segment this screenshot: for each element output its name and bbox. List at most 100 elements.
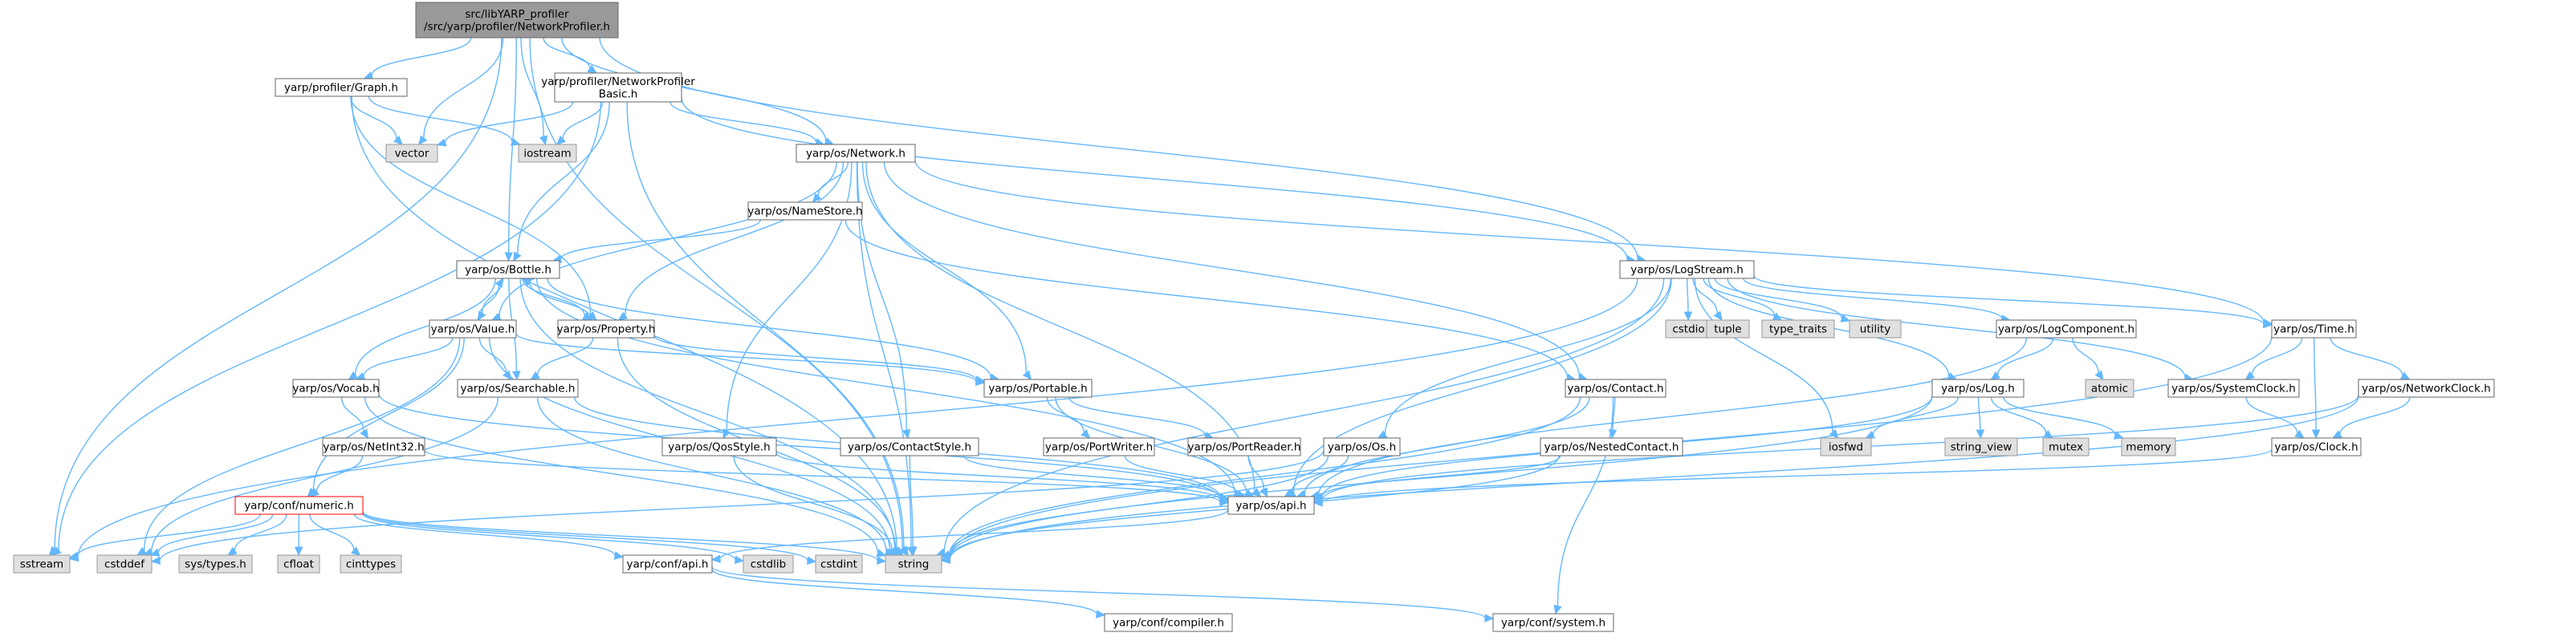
- edge-portreader-to-api_os: [1247, 455, 1264, 489]
- node-contactstyle[interactable]: yarp/os/ContactStyle.h: [840, 437, 979, 456]
- node-logcomponent[interactable]: yarp/os/LogComponent.h: [1996, 319, 2137, 339]
- node-property[interactable]: yarp/os/Property.h: [557, 319, 656, 339]
- node-label-iosfwd: iosfwd: [1829, 441, 1863, 454]
- node-atomic: atomic: [2085, 379, 2134, 398]
- node-box-compiler: [1104, 613, 1233, 632]
- node-system[interactable]: yarp/conf/system.h: [1492, 613, 1614, 632]
- edge-contact-to-string: [949, 396, 1581, 555]
- edge-network-to-contactstyle: [857, 161, 907, 431]
- edge-arrowhead-numeric-to-conf_api: [613, 551, 625, 560]
- node-label-npbasic: Basic.h: [599, 87, 638, 100]
- edge-arrowhead-vocab-to-netint32: [360, 428, 369, 440]
- edge-arrowhead-root-to-iostream: [539, 135, 548, 146]
- edge-arrowhead-logcomponent-to-atomic: [2094, 370, 2104, 380]
- node-qosstyle[interactable]: yarp/os/QosStyle.h: [661, 437, 777, 456]
- edge-os_h-to-api_os: [1291, 455, 1349, 493]
- node-vocab[interactable]: yarp/os/Vocab.h: [292, 379, 380, 398]
- node-label-contactstyle: yarp/os/ContactStyle.h: [848, 441, 971, 454]
- edge-arrowhead-log-to-memory: [2113, 431, 2124, 440]
- node-label-portwriter: yarp/os/PortWriter.h: [1045, 441, 1153, 454]
- node-label-vector: vector: [395, 148, 429, 160]
- node-box-system: [1492, 613, 1614, 632]
- node-box-portable: [983, 379, 1093, 398]
- node-log[interactable]: yarp/os/Log.h: [1931, 379, 2025, 398]
- node-box-cstdlib: [743, 554, 794, 574]
- node-compiler[interactable]: yarp/conf/compiler.h: [1104, 613, 1233, 632]
- edge-numeric-to-string: [362, 510, 878, 562]
- node-box-searchable: [457, 379, 579, 398]
- node-label-system: yarp/conf/system.h: [1501, 617, 1605, 630]
- node-nestedcontact[interactable]: yarp/os/NestedContact.h: [1540, 437, 1683, 456]
- node-logstream[interactable]: yarp/os/LogStream.h: [1619, 260, 1755, 279]
- edge-network-to-namestore: [817, 161, 849, 197]
- node-type_traits: type_traits: [1761, 319, 1835, 339]
- edge-arrowhead-systemclock-to-clock: [2294, 429, 2305, 439]
- node-netint32[interactable]: yarp/os/NetInt32.h: [322, 437, 425, 456]
- edge-logcomponent-to-api_os: [1318, 337, 2028, 495]
- node-box-cstddef: [96, 554, 153, 574]
- node-iosfwd: iosfwd: [1820, 437, 1872, 456]
- node-label-root: src/libYARP_profiler: [465, 8, 569, 21]
- node-box-api_os: [1227, 496, 1315, 515]
- node-namestore[interactable]: yarp/os/NameStore.h: [747, 201, 863, 221]
- node-bottle[interactable]: yarp/os/Bottle.h: [456, 260, 560, 279]
- edge-namestore-to-bottle: [560, 219, 761, 260]
- node-graph_h[interactable]: yarp/profiler/Graph.h: [275, 78, 408, 97]
- node-numeric[interactable]: yarp/conf/numeric.h: [234, 496, 364, 515]
- node-systypes: sys/types.h: [178, 554, 253, 574]
- node-portwriter[interactable]: yarp/os/PortWriter.h: [1043, 437, 1155, 456]
- node-cstddef: cstddef: [96, 554, 153, 574]
- edge-logstream-to-tuple: [1692, 278, 1718, 314]
- edge-graph_h-to-property: [350, 95, 592, 315]
- edge-arrowhead-contact-to-system: [1553, 604, 1562, 615]
- edge-vocab-to-string: [364, 396, 879, 554]
- node-portreader[interactable]: yarp/os/PortReader.h: [1187, 437, 1301, 456]
- edge-logstream-to-time: [1753, 275, 2265, 325]
- edge-searchable-to-string: [537, 396, 887, 552]
- node-label-utility: utility: [1860, 323, 1890, 336]
- node-time[interactable]: yarp/os/Time.h: [2271, 319, 2357, 339]
- node-box-numeric: [234, 496, 364, 515]
- edge-bottle-to-property: [522, 278, 586, 316]
- node-conf_api[interactable]: yarp/conf/api.h: [622, 554, 713, 574]
- edge-graph_h-to-iostream: [368, 95, 513, 143]
- edge-arrowhead-netint32-to-numeric: [309, 488, 320, 497]
- node-box-logcomponent: [1996, 319, 2137, 339]
- edge-root-to-graph_h: [371, 37, 472, 76]
- node-box-qosstyle: [661, 437, 777, 456]
- node-os_h[interactable]: yarp/os/Os.h: [1323, 437, 1401, 456]
- node-label-systemclock: yarp/os/SystemClock.h: [2171, 383, 2296, 396]
- edge-contactstyle-to-api_os: [963, 455, 1221, 498]
- node-clock[interactable]: yarp/os/Clock.h: [2271, 437, 2362, 456]
- node-label-network: yarp/os/Network.h: [806, 148, 905, 160]
- edge-logstream-to-sstream: [77, 278, 1638, 558]
- node-network[interactable]: yarp/os/Network.h: [796, 144, 916, 163]
- node-cinttypes: cinttypes: [340, 554, 402, 574]
- node-cstdio: cstdio: [1665, 319, 1712, 339]
- node-systemclock[interactable]: yarp/os/SystemClock.h: [2167, 379, 2300, 398]
- node-portable[interactable]: yarp/os/Portable.h: [983, 379, 1093, 398]
- node-label-graph_h: yarp/profiler/Graph.h: [284, 82, 398, 95]
- node-label-bottle: yarp/os/Bottle.h: [465, 264, 551, 277]
- edge-networkclock-to-string: [949, 396, 2359, 560]
- edge-bottle-to-vocab: [354, 278, 496, 375]
- node-contact[interactable]: yarp/os/Contact.h: [1565, 379, 1666, 398]
- node-api_os[interactable]: yarp/os/api.h: [1227, 496, 1315, 515]
- node-searchable[interactable]: yarp/os/Searchable.h: [457, 379, 579, 398]
- node-root[interactable]: src/libYARP_profiler/src/yarp/profiler/N…: [415, 2, 619, 39]
- edge-npbasic-to-network: [669, 101, 817, 143]
- edge-arrowhead-bottle-to-searchable: [512, 371, 521, 381]
- edge-arrowhead-numeric-to-cstdint: [806, 556, 817, 565]
- node-memory: memory: [2121, 437, 2176, 456]
- node-networkclock[interactable]: yarp/os/NetworkClock.h: [2358, 379, 2495, 398]
- edge-value-to-bottle: [477, 285, 500, 321]
- node-value[interactable]: yarp/os/Value.h: [429, 319, 517, 339]
- node-box-log: [1931, 379, 2025, 398]
- node-string: string: [885, 554, 942, 574]
- node-box-contact: [1565, 379, 1666, 398]
- node-sstream: sstream: [13, 554, 71, 574]
- edge-logstream-to-utility: [1714, 278, 1843, 319]
- node-label-value: yarp/os/Value.h: [431, 323, 515, 336]
- node-label-cinttypes: cinttypes: [346, 558, 396, 571]
